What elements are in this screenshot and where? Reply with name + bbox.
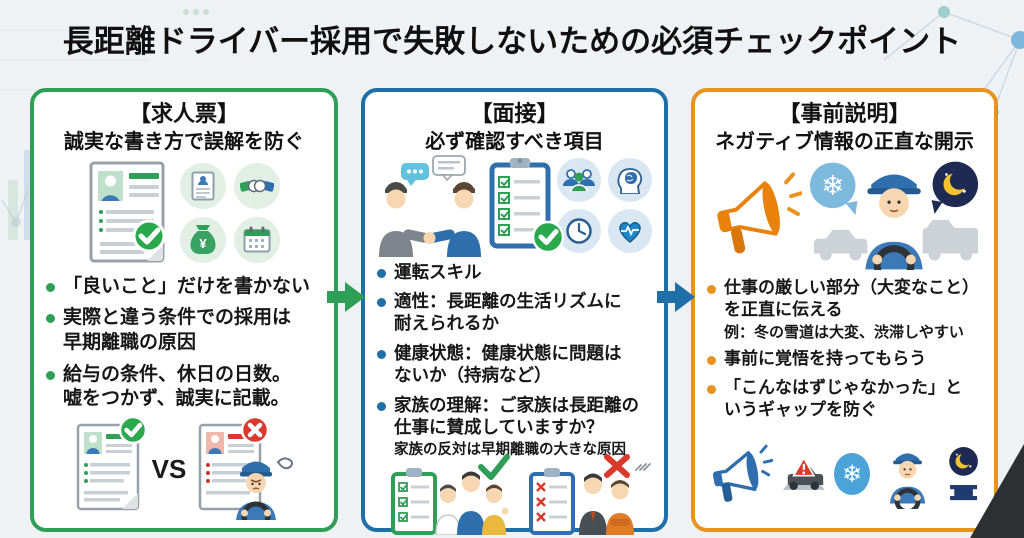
- heading-bracket: 【事前説明】: [778, 101, 911, 126]
- car-warning-icon: [782, 456, 825, 491]
- page-title: 長距離ドライバー採用で失敗しないための必須チェックポイント: [62, 24, 962, 59]
- interview-checklist: [489, 156, 565, 255]
- heading-subtitle: 必ず確認すべき項目: [425, 130, 604, 153]
- list-item: 家族の理解：ご家族は長距離の 仕事に賛成していますか？: [377, 394, 652, 439]
- bullet-dot: [707, 355, 716, 365]
- check-badge-icon: [531, 220, 565, 259]
- bullet-dot: [46, 370, 55, 380]
- bullet-dot: [46, 314, 55, 324]
- bullet-dot: [377, 349, 386, 359]
- interview-bullet-list: 運転スキル 適性：長距離の生活リズムに 耐えられるか 健康状態：健康状態に問題は…: [377, 261, 652, 466]
- panel-interview-heading: 【面接】 必ず確認すべき項目: [377, 100, 652, 155]
- panel-job-posting-heading: 【求人票】 誠実な書き方で誤解を防ぐ: [46, 100, 322, 155]
- interview-illustration: [377, 154, 652, 257]
- honest-resume-good: [76, 415, 147, 516]
- list-item: 適性：長距離の生活リズムに 耐えられるか: [377, 290, 652, 335]
- bullet-dot: [377, 268, 386, 278]
- interview-icon-grid: [557, 158, 652, 254]
- annoyance-icon: [634, 463, 651, 472]
- bullet-dot: [377, 297, 386, 307]
- bullet-dot: [46, 282, 55, 292]
- svg-text:¥: ¥: [199, 236, 207, 251]
- list-item: 事前に覚悟を持ってもらう: [707, 348, 982, 370]
- list-item: 給与の条件、休日の日数。 嘘をつかず、誠実に記載。: [46, 363, 322, 412]
- bullet-dot: [707, 384, 716, 394]
- list-item: 仕事の厳しい部分（大変なこと） を正直に伝える: [707, 277, 982, 321]
- x-mark-icon: [603, 454, 630, 479]
- job-posting-bullet-list: 「良いこと」だけを書かない 実際と違う条件での採用は 早期離職の原因 給与の条件…: [46, 275, 322, 419]
- heading-bracket: 【求人票】: [128, 101, 239, 126]
- list-item: 「こんなはずじゃなかった」と いうギャップを防ぐ: [707, 377, 982, 421]
- brain-head-icon: [608, 158, 652, 203]
- document-icon: [180, 162, 226, 209]
- job-posting-comparison: VS: [46, 415, 322, 521]
- panel-advance-explanation-heading: 【事前説明】 ネガティブ情報の正直な開示: [707, 100, 982, 155]
- list-item: 健康状態：健康状態に問題は ないか（持病など）: [377, 342, 652, 387]
- resume-document-icon: [89, 161, 166, 263]
- disclosure-illustration: ❄: [707, 155, 982, 273]
- interview-handshake-icon: [379, 154, 481, 257]
- driver-hardship-scene: ❄: [809, 161, 979, 270]
- megaphone-blue-icon: [712, 444, 773, 502]
- family-comparison: [377, 454, 652, 536]
- job-posting-illustration: ¥: [46, 155, 322, 271]
- list-item: 「良いこと」だけを書かない: [46, 275, 322, 300]
- checklist-clipboard-icon: [489, 158, 551, 249]
- heading-subtitle: ネガティブ情報の正直な開示: [715, 130, 974, 153]
- panel-advance-explanation: 【事前説明】 ネガティブ情報の正直な開示 ❄: [691, 88, 998, 532]
- driver-icon: [889, 453, 926, 510]
- list-item: 実際と違う条件での採用は 早期離職の原因: [46, 306, 322, 355]
- bullet-dot: [377, 401, 386, 411]
- megaphone-orange-icon: [717, 172, 802, 253]
- unhappy-family-icon: [578, 473, 634, 536]
- clock-icon: [557, 209, 601, 254]
- people-group-icon: [557, 158, 601, 203]
- check-badge-icon: [118, 415, 148, 450]
- vs-label: VS: [151, 454, 187, 485]
- background-line-decoration: [1, 189, 29, 227]
- svg-text:❄: ❄: [821, 170, 844, 201]
- check-mark-icon: [477, 454, 510, 481]
- money-bag-icon: ¥: [180, 216, 226, 263]
- approval-clipboard-icon: [390, 468, 437, 536]
- heading-bracket: 【面接】: [470, 101, 559, 126]
- panel-job-posting: 【求人票】 誠実な書き方で誤解を防ぐ: [30, 88, 338, 532]
- heart-pulse-icon: [608, 209, 652, 254]
- x-badge-icon: [240, 415, 270, 450]
- disclosure-footer-illustration: ❄: [707, 428, 982, 520]
- family-approval-scene: [390, 454, 510, 536]
- job-posting-icon-grid: ¥: [180, 162, 280, 263]
- family-opposition-scene: [528, 454, 651, 536]
- calendar-icon: [234, 216, 280, 263]
- opposition-clipboard-icon: [528, 468, 575, 536]
- happy-family-icon: [434, 471, 508, 536]
- list-item: 運転スキル: [377, 261, 652, 283]
- bullet-dot: [707, 284, 716, 294]
- bullet-note: 例：冬の雪道は大変、渋滞しやすい: [724, 323, 964, 341]
- bullet-note: 家族の反対は早期離職の大きな原因: [394, 442, 626, 459]
- disclosure-bullet-list: 仕事の厳しい部分（大変なこと） を正直に伝える 例：冬の雪道は大変、渋滞しやすい…: [707, 277, 982, 428]
- dishonest-resume-bad: [198, 415, 294, 521]
- heading-subtitle: 誠実な書き方で誤解を防ぐ: [64, 130, 304, 153]
- angry-driver-icon: [236, 457, 294, 521]
- panel-interview: 【面接】 必ず確認すべき項目: [361, 88, 668, 536]
- snowflake-icon: ❄: [834, 453, 870, 496]
- handshake-icon: [234, 162, 280, 209]
- night-moon-icon: [949, 447, 978, 501]
